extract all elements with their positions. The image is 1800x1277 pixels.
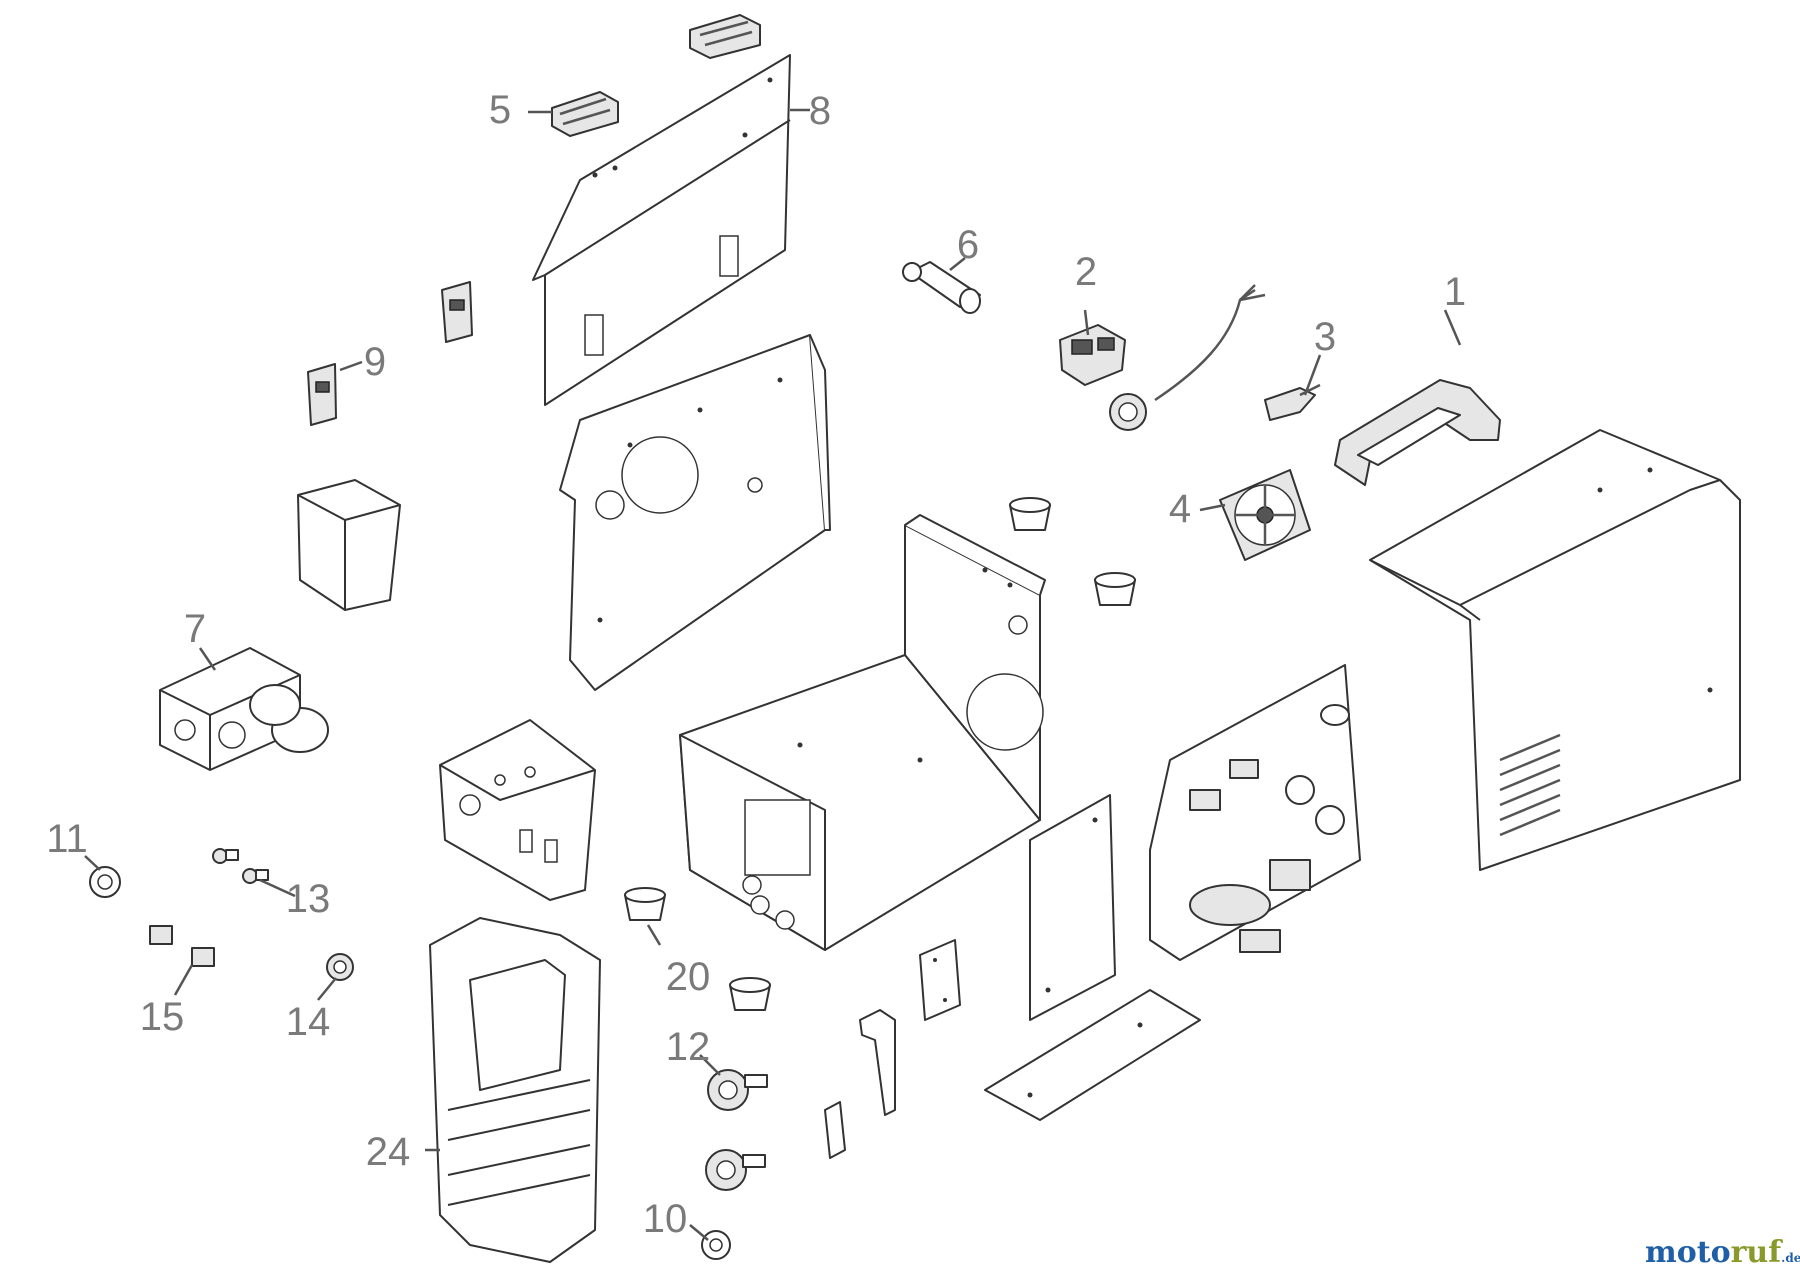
part-4-fan — [1219, 469, 1311, 561]
callout-8: 8 — [809, 89, 831, 133]
busbar-short — [824, 1101, 846, 1159]
rubber-foot — [624, 887, 666, 921]
callout-1: 1 — [1444, 270, 1466, 314]
callout-13: 13 — [286, 877, 331, 921]
callout-4: 4 — [1169, 487, 1191, 531]
callout-11: 11 — [46, 817, 88, 861]
callout-12: 12 — [666, 1025, 711, 1069]
inner-panel — [559, 334, 831, 691]
watermark-logo: motoruf.de — [1645, 1235, 1800, 1270]
watermark-suffix: .de — [1781, 1251, 1800, 1265]
callout-20: 20 — [666, 955, 711, 999]
small-plate — [919, 939, 961, 1021]
busbar-long — [859, 1009, 896, 1116]
watermark-text-a: moto — [1645, 1235, 1731, 1270]
callout-2: 2 — [1075, 250, 1097, 294]
rubber-foot — [1009, 497, 1051, 531]
part-3-connector — [1264, 383, 1321, 421]
part-1-handle — [1334, 379, 1501, 486]
power-cable — [1109, 284, 1266, 431]
knob-lower — [705, 1149, 766, 1191]
rubber-foot — [729, 977, 771, 1011]
part-7-sensor — [159, 647, 329, 771]
vent-slots — [1499, 733, 1561, 837]
part-14-knob — [326, 953, 354, 981]
part-15-rocker-switch — [149, 925, 215, 967]
callout-15: 15 — [140, 995, 185, 1039]
part-6-pin — [902, 261, 981, 314]
callout-9: 9 — [364, 340, 386, 384]
insulation-plate — [1029, 794, 1116, 1021]
transformer-cover — [297, 479, 401, 611]
main-chassis — [679, 514, 1046, 951]
callout-7: 7 — [184, 607, 206, 651]
callout-10: 10 — [643, 1197, 688, 1241]
part-9-clip-lower — [307, 363, 337, 426]
watermark-text-b: ruf — [1731, 1235, 1784, 1270]
part-9-clip-upper — [441, 281, 473, 343]
callout-3: 3 — [1314, 315, 1336, 359]
callout-6: 6 — [957, 223, 979, 267]
svg-text:motoruf.de: motoruf.de — [1645, 1235, 1800, 1270]
callout-5: 5 — [489, 88, 511, 132]
part-8-cover-plate — [532, 54, 791, 406]
part-5-clip-top — [689, 14, 761, 59]
part-2-switch — [1059, 324, 1126, 386]
leader-lines — [84, 108, 1462, 1241]
rubber-foot — [1094, 572, 1136, 606]
outer-housing — [1369, 429, 1741, 871]
part-10-washer — [701, 1230, 731, 1260]
part-13-screw — [212, 848, 239, 864]
part-5-clip — [551, 91, 619, 137]
control-panel-bracket — [439, 719, 596, 901]
callout-24: 24 — [366, 1130, 411, 1174]
base-plate — [984, 989, 1201, 1121]
pcb-board — [1149, 664, 1361, 961]
callout-14: 14 — [286, 1000, 331, 1044]
part-12-knob — [707, 1069, 768, 1111]
part-11-ring — [89, 866, 121, 898]
part-24-front-panel — [429, 917, 601, 1263]
